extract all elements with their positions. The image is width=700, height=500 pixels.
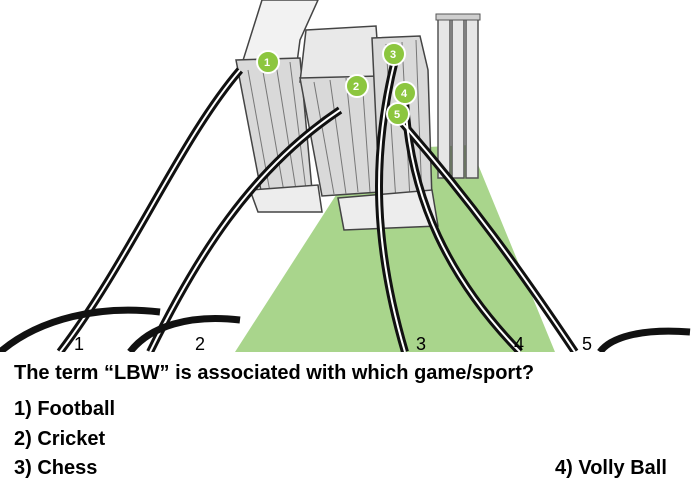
batsman-left-leg [235, 0, 323, 213]
stumps [435, 13, 481, 179]
lbw-illustration: 1 2 3 4 5 1 2 3 4 5 [0, 0, 691, 352]
svg-text:3: 3 [390, 49, 396, 61]
svg-text:5: 5 [394, 109, 400, 121]
option-football[interactable]: 1) Football [14, 398, 116, 420]
svg-text:4: 4 [401, 88, 408, 100]
line-label-5: 5 [582, 334, 592, 352]
line-label-1: 1 [74, 334, 84, 352]
option-chess[interactable]: 3) Chess [14, 457, 98, 479]
svg-text:2: 2 [353, 81, 359, 93]
line-label-4: 4 [514, 334, 524, 352]
question-text: The term “LBW” is associated with which … [14, 362, 535, 384]
impact-marker-3: 3 [382, 42, 406, 66]
line-label-2: 2 [195, 334, 205, 352]
impact-marker-5: 5 [386, 102, 410, 126]
option-cricket[interactable]: 2) Cricket [14, 428, 106, 450]
line-label-3: 3 [416, 334, 426, 352]
impact-marker-4: 4 [393, 81, 417, 105]
option-volly-ball[interactable]: 4) Volly Ball [555, 457, 667, 479]
svg-text:1: 1 [264, 57, 270, 69]
base-arcs [0, 306, 691, 352]
impact-marker-1: 1 [256, 50, 280, 74]
trajectory-lines-inner [59, 59, 576, 352]
impact-marker-2: 2 [345, 74, 369, 98]
